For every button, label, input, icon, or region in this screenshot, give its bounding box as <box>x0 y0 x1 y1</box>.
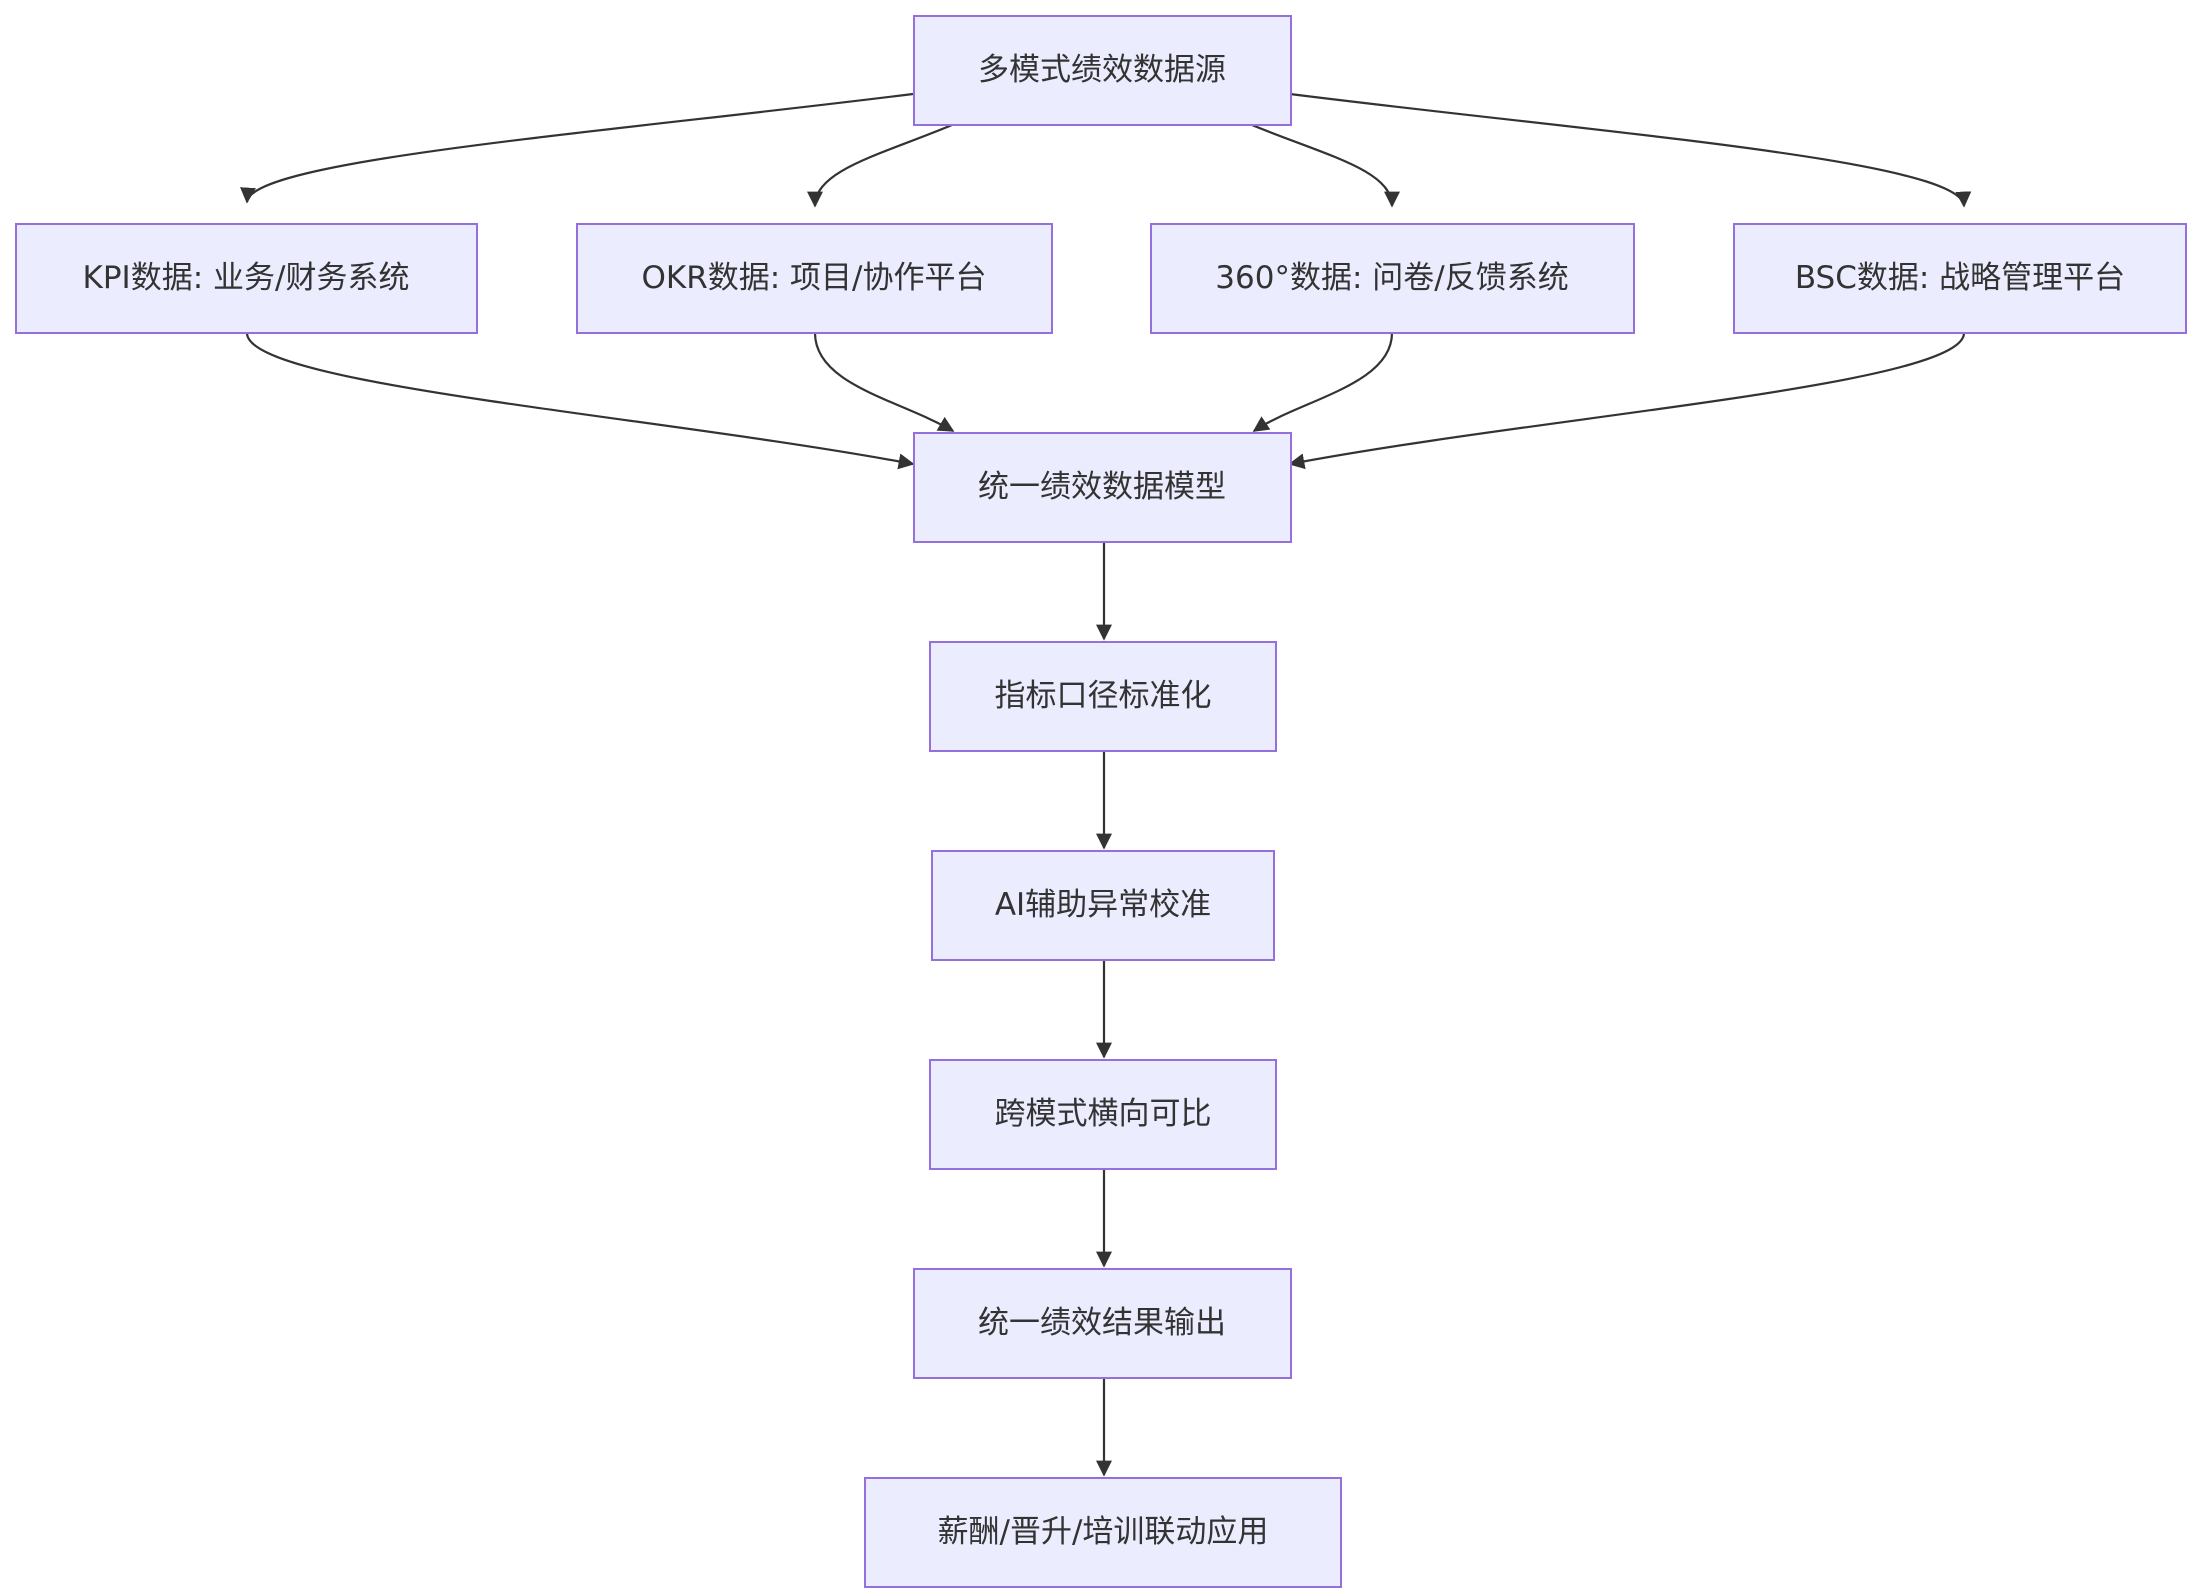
node-output-label: 统一绩效结果输出 <box>978 1305 1226 1341</box>
node-okr-label: OKR数据: 项目/协作平台 <box>641 260 986 296</box>
node-360-label: 360°数据: 问卷/反馈系统 <box>1215 260 1568 296</box>
node-apply[interactable]: 薪酬/晋升/培训联动应用 <box>864 1477 1342 1588</box>
node-kpi[interactable]: KPI数据: 业务/财务系统 <box>15 223 478 334</box>
node-ai[interactable]: AI辅助异常校准 <box>931 850 1275 961</box>
node-bsc-label: BSC数据: 战略管理平台 <box>1795 260 2125 296</box>
edge-kpi-model <box>245 332 915 470</box>
node-compare[interactable]: 跨模式横向可比 <box>929 1059 1277 1170</box>
node-kpi-label: KPI数据: 业务/财务系统 <box>83 260 410 296</box>
node-standard[interactable]: 指标口径标准化 <box>929 641 1277 752</box>
nodes-layer: 多模式绩效数据源 KPI数据: 业务/财务系统 OKR数据: 项目/协作平台 3… <box>15 15 2187 1588</box>
node-output[interactable]: 统一绩效结果输出 <box>913 1268 1292 1379</box>
node-360[interactable]: 360°数据: 问卷/反馈系统 <box>1150 223 1635 334</box>
node-bsc[interactable]: BSC数据: 战略管理平台 <box>1733 223 2187 334</box>
edge-okr-model <box>813 332 955 432</box>
edge-source-360 <box>1251 123 1400 208</box>
edge-source-bsc <box>1289 92 1972 208</box>
node-compare-label: 跨模式横向可比 <box>995 1096 1212 1132</box>
node-source[interactable]: 多模式绩效数据源 <box>913 15 1292 126</box>
node-model-label: 统一绩效数据模型 <box>978 469 1226 505</box>
edge-360-model <box>1252 332 1394 432</box>
edge-source-okr <box>807 123 953 208</box>
edge-bsc-model <box>1288 332 1966 470</box>
node-source-label: 多模式绩效数据源 <box>978 52 1226 88</box>
node-okr[interactable]: OKR数据: 项目/协作平台 <box>576 223 1053 334</box>
edge-source-kpi <box>240 92 914 204</box>
node-model[interactable]: 统一绩效数据模型 <box>913 432 1292 543</box>
node-apply-label: 薪酬/晋升/培训联动应用 <box>938 1514 1269 1550</box>
edges-layer <box>240 92 1972 1477</box>
node-ai-label: AI辅助异常校准 <box>995 887 1211 923</box>
node-standard-label: 指标口径标准化 <box>995 678 1212 714</box>
